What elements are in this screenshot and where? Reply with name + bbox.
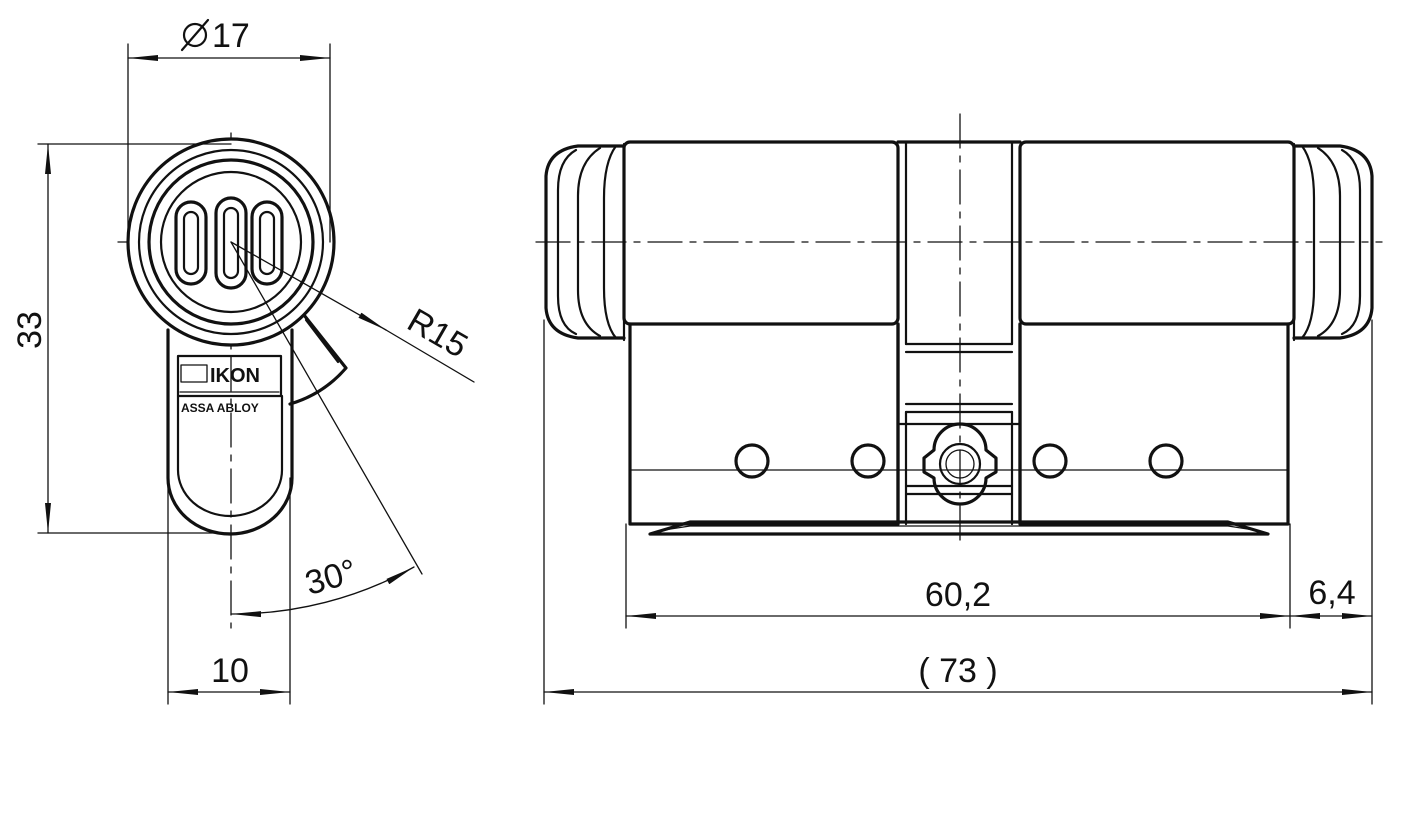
right-knob-ridge-1 bbox=[1340, 148, 1362, 336]
radius-label: R15 bbox=[401, 301, 474, 365]
cam-lug-inner bbox=[304, 318, 340, 364]
face-plug bbox=[159, 170, 303, 314]
body-upper-right bbox=[1018, 140, 1296, 326]
logo-emblem bbox=[180, 364, 208, 383]
fixing-screw-outline bbox=[922, 422, 998, 506]
keyway bbox=[174, 196, 284, 290]
base-flange bbox=[648, 520, 1270, 536]
keyway-slot-left-outer bbox=[174, 200, 208, 286]
height-label: 33 bbox=[11, 311, 49, 349]
keyway-slot-center-inner bbox=[222, 206, 240, 280]
cam-housing-outline bbox=[166, 328, 294, 536]
side-view: 60,2 6,4 ( 73 ) bbox=[535, 113, 1383, 705]
face-ring-3 bbox=[147, 158, 315, 326]
body-length-label: 60,2 bbox=[925, 576, 991, 614]
diameter-label: 17 bbox=[212, 17, 250, 55]
radius-leader bbox=[230, 241, 387, 331]
logo-subbrand: ASSA ABLOY bbox=[181, 401, 259, 415]
logo-box bbox=[176, 354, 283, 398]
cam-housing-inner bbox=[176, 394, 284, 518]
base-flange-inner bbox=[663, 525, 1255, 531]
keyway-slot-center-outer bbox=[214, 196, 248, 290]
pin-hole-3 bbox=[1032, 443, 1068, 479]
body-upper-left bbox=[622, 140, 900, 326]
knob-length-label: 6,4 bbox=[1308, 574, 1355, 612]
pin-hole-2 bbox=[850, 443, 886, 479]
body-lower-right bbox=[1018, 322, 1290, 526]
pin-hole-1 bbox=[734, 443, 770, 479]
cam-width-label: 10 bbox=[211, 652, 249, 690]
body-lower-left bbox=[628, 322, 900, 526]
radius-leader-tail bbox=[385, 329, 475, 383]
overall-length-label: ( 73 ) bbox=[918, 652, 997, 690]
cam-lug-outline bbox=[288, 308, 348, 406]
right-knob-ridge-2 bbox=[1316, 146, 1342, 338]
face-ring-2 bbox=[137, 148, 325, 336]
pin-hole-4 bbox=[1148, 443, 1184, 479]
diameter-symbol bbox=[182, 22, 208, 48]
left-knob-ridge-3 bbox=[602, 144, 618, 340]
left-knob-ridge-1 bbox=[556, 148, 578, 336]
diameter-symbol-slash bbox=[180, 18, 210, 52]
keyway-slot-left-inner bbox=[182, 210, 200, 276]
angle-arc bbox=[230, 566, 415, 618]
left-knob-ridge-2 bbox=[576, 146, 602, 338]
logo-brand: IKON bbox=[210, 365, 260, 387]
keyway-slot-right-inner bbox=[258, 210, 276, 276]
right-knob-ridge-3 bbox=[1300, 144, 1316, 340]
front-view: IKON ASSA ABLOY 17 33 R15 bbox=[11, 17, 475, 705]
keyway-slot-right-outer bbox=[250, 200, 284, 286]
angle-ray bbox=[230, 241, 423, 575]
right-knob-outline bbox=[1292, 144, 1374, 340]
